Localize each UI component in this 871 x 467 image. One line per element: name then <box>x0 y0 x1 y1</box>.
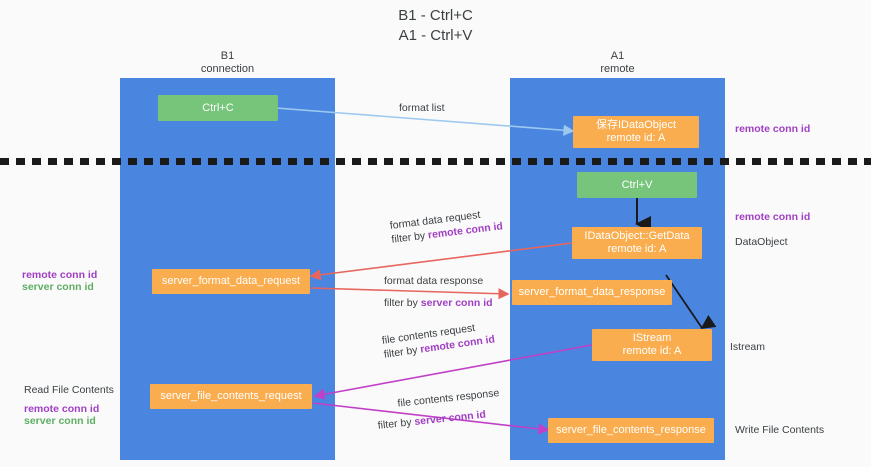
annotation-right-remote-conn-id-mid: remote conn id <box>735 211 811 223</box>
edge-label-format-data-response-prefix: filter by <box>384 297 421 309</box>
edge-label-file-contents-request-prefix: filter by <box>383 343 422 361</box>
node-server-format-data-response-label: server_format_data_response <box>518 286 666 298</box>
annotation-right-dataobject: DataObject <box>735 236 788 248</box>
annotation-left-server-conn-id-mid: server conn id <box>22 281 94 293</box>
edge-label-format-data-response-token: server conn id <box>420 297 493 309</box>
node-save-idataobject-sub: remote id: A <box>606 132 666 144</box>
edge-label-format-data-request: format data request filter by remote con… <box>389 205 504 246</box>
node-idataobject-getdata-label: IDataObject::GetData <box>584 230 690 242</box>
node-idataobject-getdata-sub: remote id: A <box>607 243 667 255</box>
node-server-file-contents-request[interactable]: server_file_contents_request <box>150 384 312 409</box>
node-save-idataobject-label: 保存IDataObject <box>595 119 677 131</box>
edge-label-format-data-response-line1: format data response <box>384 275 484 287</box>
node-server-format-data-request-label: server_format_data_request <box>161 275 301 287</box>
node-save-idataobject[interactable]: 保存IDataObject remote id: A <box>573 116 699 148</box>
annotation-right-istream: Istream <box>730 341 766 353</box>
annotation-left-read-file-contents: Read File Contents <box>24 384 114 396</box>
column-header-b1: B1 connection <box>120 50 335 76</box>
annotation-left-remote-conn-id-bot: remote conn id <box>24 403 100 415</box>
phase-divider <box>0 158 871 165</box>
edge-label-format-data-response: format data response filter by server co… <box>384 274 493 310</box>
edge-label-file-contents-response: file contents response filter by server … <box>375 386 502 433</box>
node-istream[interactable]: IStream remote id: A <box>592 329 712 361</box>
column-header-a1: A1 remote <box>510 50 725 76</box>
column-header-a1-role: remote <box>600 63 635 75</box>
node-istream-label: IStream <box>632 332 672 344</box>
node-ctrl-v[interactable]: Ctrl+V <box>577 172 697 198</box>
node-server-file-contents-response[interactable]: server_file_contents_response <box>548 418 714 443</box>
node-ctrl-v-label: Ctrl+V <box>621 178 653 191</box>
edge-label-format-list-line1: format list <box>399 102 445 114</box>
edge-label-file-contents-request: file contents request filter by remote c… <box>381 318 496 361</box>
node-server-format-data-response[interactable]: server_format_data_response <box>512 280 672 305</box>
diagram-title: B1 - Ctrl+C A1 - Ctrl+V <box>398 7 473 44</box>
edge-label-file-contents-response-prefix: filter by <box>377 416 416 432</box>
column-header-b1-role: connection <box>200 63 255 75</box>
edge-label-format-data-request-prefix: filter by <box>390 229 429 246</box>
node-server-format-data-request[interactable]: server_format_data_request <box>152 269 310 294</box>
annotation-right-remote-conn-id-top: remote conn id <box>735 123 811 135</box>
column-header-b1-name: B1 <box>220 50 235 62</box>
node-istream-sub: remote id: A <box>622 345 682 357</box>
annotation-left-remote-conn-id-mid: remote conn id <box>22 269 98 281</box>
annotation-left-server-conn-id-bot: server conn id <box>24 415 96 427</box>
column-header-a1-name: A1 <box>610 50 625 62</box>
annotation-right-write-file-contents: Write File Contents <box>735 424 825 436</box>
node-ctrl-c[interactable]: Ctrl+C <box>158 95 278 121</box>
node-idataobject-getdata[interactable]: IDataObject::GetData remote id: A <box>572 227 702 259</box>
node-server-file-contents-response-label: server_file_contents_response <box>556 424 706 436</box>
edge-label-format-list: format list <box>399 101 445 115</box>
node-ctrl-c-label: Ctrl+C <box>202 101 234 114</box>
node-server-file-contents-request-label: server_file_contents_request <box>160 390 302 402</box>
edge-label-file-contents-response-token: server conn id <box>413 408 487 428</box>
